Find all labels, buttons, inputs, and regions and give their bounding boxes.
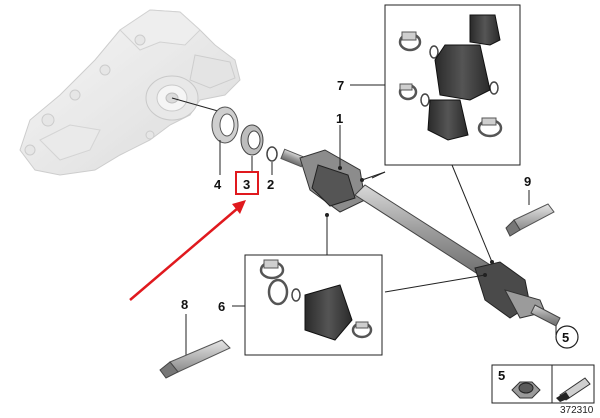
part-label-8: 8 bbox=[181, 297, 188, 312]
part-label-1: 1 bbox=[336, 111, 343, 126]
part-label-4: 4 bbox=[214, 177, 222, 192]
seal-ring-4-icon bbox=[211, 106, 239, 144]
circlip-2-icon bbox=[266, 146, 278, 162]
highlight-box bbox=[235, 171, 259, 195]
grease-tube-8-icon bbox=[159, 339, 231, 379]
differential-housing-icon bbox=[19, 9, 241, 176]
axle-nut-icon bbox=[511, 381, 541, 399]
grease-tube-9-icon bbox=[505, 203, 555, 237]
boot-kit-6-icon bbox=[259, 259, 373, 341]
part-label-6: 6 bbox=[218, 299, 225, 314]
wrench-tool-icon bbox=[556, 377, 591, 402]
part-label-7: 7 bbox=[337, 78, 344, 93]
callout-circle bbox=[555, 325, 579, 349]
callout-label-5: 5 bbox=[562, 330, 569, 345]
part-label-9: 9 bbox=[524, 174, 531, 189]
part-label-2: 2 bbox=[267, 177, 274, 192]
legend-label-5: 5 bbox=[498, 368, 505, 383]
part-label-3: 3 bbox=[243, 177, 250, 192]
boot-kit-7-icon bbox=[398, 14, 503, 141]
document-number: 372310 bbox=[560, 405, 594, 416]
red-arrow-icon bbox=[129, 200, 246, 301]
drive-shaft-icon bbox=[280, 148, 561, 327]
seal-ring-3-icon bbox=[240, 124, 264, 156]
